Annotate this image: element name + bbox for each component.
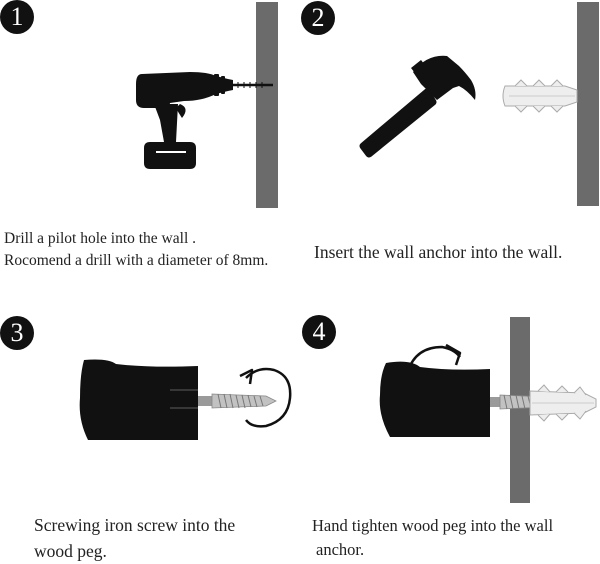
wood-peg-icon xyxy=(379,361,490,437)
step-1-caption-line: Drill a pilot hole into the wall . xyxy=(4,230,196,247)
step-4-caption-line: anchor. xyxy=(316,540,365,559)
step-3-caption-line: Screwing iron screw into the xyxy=(34,515,236,535)
step-1-caption-line: Rocomend a drill with a diameter of 8mm. xyxy=(4,252,269,269)
screw-icon xyxy=(198,393,277,409)
step-4-caption: Hand tighten wood peg into the wall anch… xyxy=(312,514,553,562)
step-1-illustration xyxy=(136,2,278,208)
step-1-number: 1 xyxy=(0,0,34,34)
rotate-arrow-icon xyxy=(239,367,292,428)
step-4-number: 4 xyxy=(302,315,336,349)
step-2-number: 2 xyxy=(301,1,335,35)
step-2-caption-line: Insert the wall anchor into the wall. xyxy=(314,242,563,262)
wall-anchor-icon xyxy=(529,384,597,422)
drill-icon xyxy=(136,72,233,169)
hammer-icon xyxy=(359,55,476,158)
step-1-caption: Drill a pilot hole into the wall . Rocom… xyxy=(4,228,268,272)
step-3-caption-line: wood peg. xyxy=(34,541,107,561)
wood-peg-icon xyxy=(79,359,198,440)
drill-bit xyxy=(232,82,273,88)
wall xyxy=(256,2,278,208)
step-2-caption: Insert the wall anchor into the wall. xyxy=(314,240,562,264)
wall xyxy=(510,317,530,503)
step-2-illustration xyxy=(359,2,599,206)
step-3-number: 3 xyxy=(0,316,34,350)
step-4-illustration xyxy=(379,317,597,503)
wall-anchor-icon xyxy=(502,79,578,113)
step-4-caption-line: Hand tighten wood peg into the wall xyxy=(312,516,554,535)
step-3-illustration xyxy=(79,359,292,440)
step-3-caption: Screwing iron screw into the wood peg. xyxy=(34,512,235,564)
wall xyxy=(577,2,599,206)
curved-arrow-icon xyxy=(406,343,462,372)
